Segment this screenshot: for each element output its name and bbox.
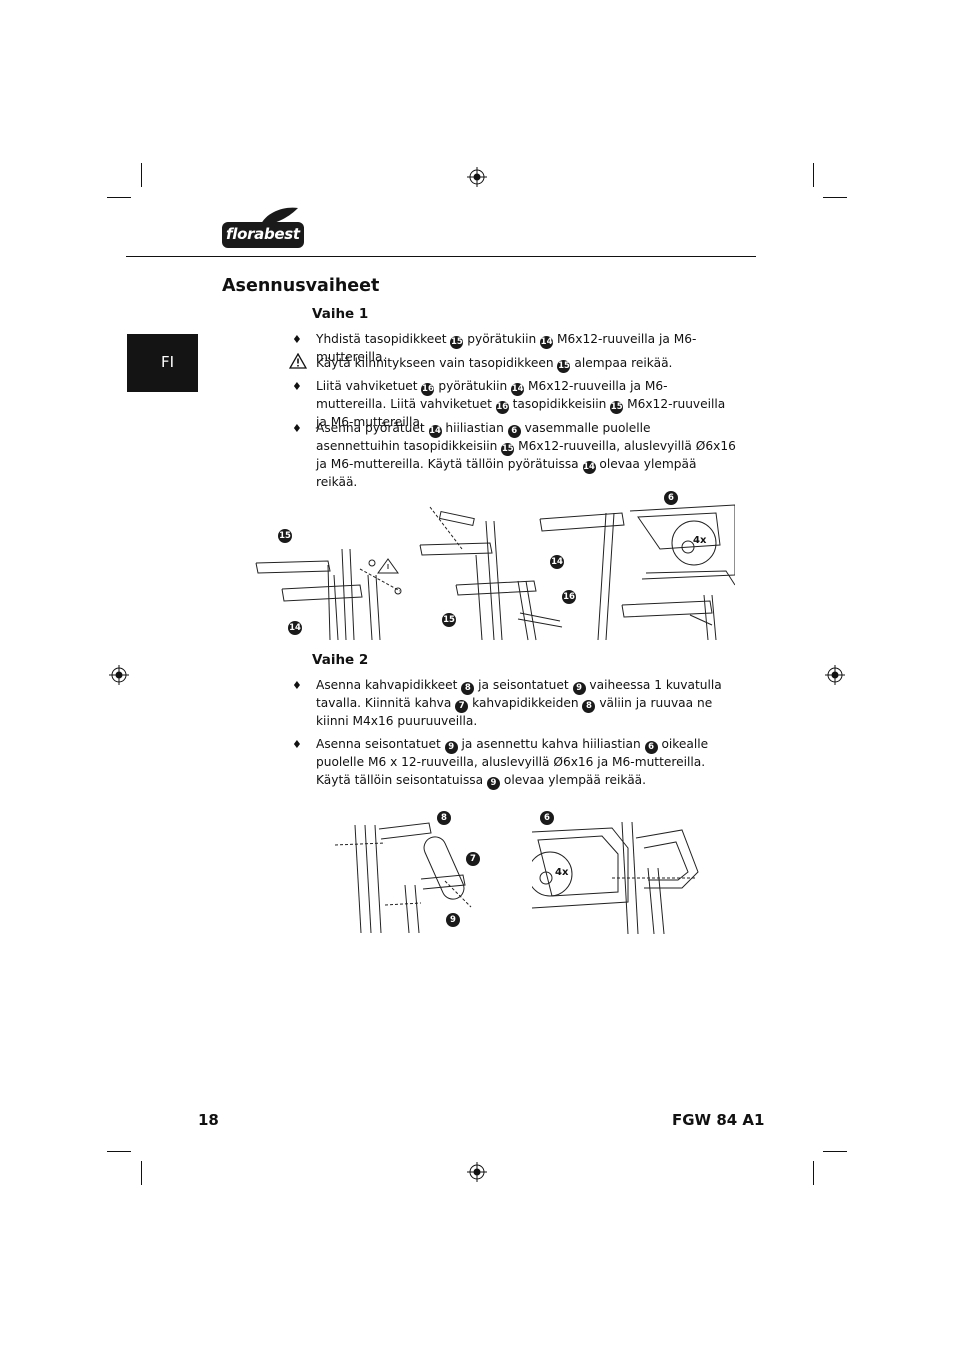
step1-illustration bbox=[255, 504, 735, 641]
part-callout: 14 bbox=[550, 555, 564, 569]
step1-item: Asenna pyörätuet 14 hiiliastian 6 vasemm… bbox=[316, 421, 736, 489]
part-callout: 8 bbox=[437, 811, 451, 825]
step1-item: Liitä vahviketuet 16 pyörätukiin 14 M6x1… bbox=[316, 379, 726, 429]
bullet-icon: ♦ bbox=[292, 380, 302, 393]
header-rule bbox=[126, 256, 756, 257]
page-number: 18 bbox=[198, 1111, 219, 1129]
page-title: Asennusvaiheet bbox=[222, 276, 380, 296]
step1-warning-item: Käytä kiinnitykseen vain tasopidikkeen 1… bbox=[316, 356, 673, 373]
crop-mark bbox=[107, 1151, 131, 1152]
registration-mark-icon bbox=[109, 665, 129, 685]
part-callout: 15 bbox=[278, 529, 292, 543]
part-callout: 6 bbox=[540, 811, 554, 825]
registration-mark-icon bbox=[467, 167, 487, 187]
crop-mark bbox=[813, 1161, 814, 1185]
bullet-icon: ♦ bbox=[292, 422, 302, 435]
part-callout: 9 bbox=[446, 913, 460, 927]
step2-handle-illustration bbox=[334, 822, 472, 934]
step2-heading: Vaihe 2 bbox=[312, 652, 369, 668]
step1-item: Yhdistä tasopidikkeet 15 pyörätukiin 14 … bbox=[316, 332, 697, 364]
registration-mark-icon bbox=[467, 1162, 487, 1182]
crop-mark bbox=[141, 163, 142, 187]
crop-mark bbox=[107, 197, 131, 198]
part-callout: 6 bbox=[664, 491, 678, 505]
step2-item: Asenna seisontatuet 9 ja asennettu kahva… bbox=[316, 737, 709, 790]
leaf-icon bbox=[260, 207, 298, 226]
part-callout: 7 bbox=[466, 852, 480, 866]
quantity-label: 4x bbox=[555, 867, 569, 878]
crop-mark bbox=[813, 163, 814, 187]
warning-icon bbox=[289, 353, 307, 369]
quantity-label: 4x bbox=[693, 535, 707, 546]
crop-mark bbox=[823, 197, 847, 198]
logo-box bbox=[222, 222, 304, 248]
language-tab: FI bbox=[127, 334, 198, 392]
crop-mark bbox=[823, 1151, 847, 1152]
brand-logo: florabest bbox=[222, 206, 306, 248]
bullet-icon: ♦ bbox=[292, 738, 302, 751]
bullet-icon: ♦ bbox=[292, 333, 302, 346]
part-callout: 16 bbox=[562, 590, 576, 604]
part-callout: 14 bbox=[288, 621, 302, 635]
step2-stand-illustration bbox=[532, 821, 699, 935]
step2-item: Asenna kahvapidikkeet 8 ja seisontatuet … bbox=[316, 678, 722, 728]
logo-text: florabest bbox=[226, 225, 300, 243]
bullet-icon: ♦ bbox=[292, 679, 302, 692]
model-number: FGW 84 A1 bbox=[672, 1111, 765, 1129]
crop-mark bbox=[141, 1161, 142, 1185]
language-tab-label: FI bbox=[161, 353, 175, 371]
part-callout: 15 bbox=[442, 613, 456, 627]
step1-heading: Vaihe 1 bbox=[312, 306, 369, 322]
registration-mark-icon bbox=[825, 665, 845, 685]
